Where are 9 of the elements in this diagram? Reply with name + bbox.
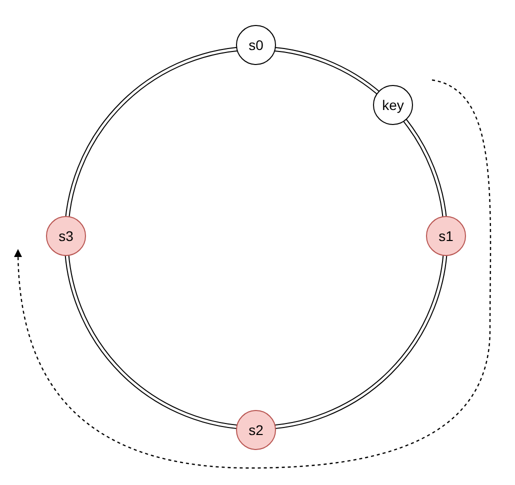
node-label: s0 (248, 37, 264, 53)
server-circle (236, 410, 276, 450)
server-circle (46, 216, 86, 256)
node-label: s2 (248, 422, 264, 438)
server-circle (236, 25, 276, 65)
node-label: s1 (438, 228, 454, 244)
node-label: s3 (58, 228, 74, 244)
node-label: key (382, 97, 404, 113)
server-circle (426, 216, 466, 256)
